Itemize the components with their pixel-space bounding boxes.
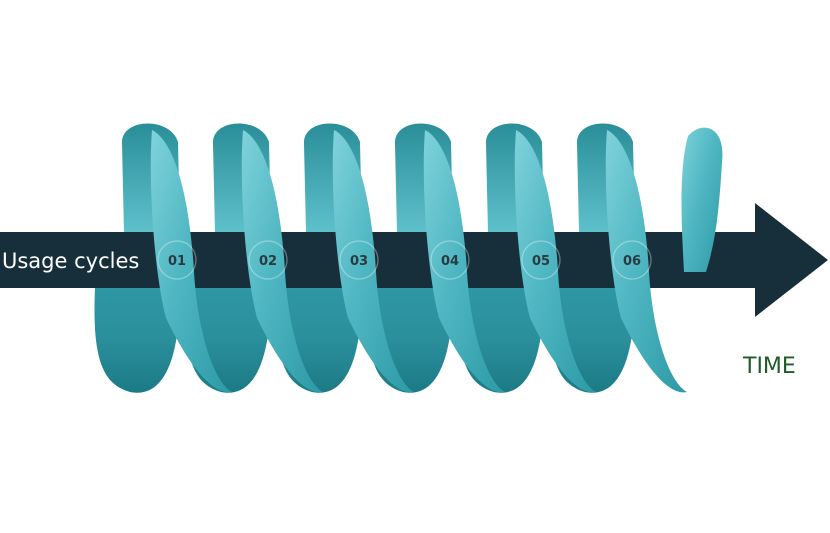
coil-loop-bottom [94,288,180,393]
coil-front-band [332,130,414,393]
coil-front-band [241,130,323,393]
cycle-number-02: 02 [259,254,277,269]
cycle-badges: 01 02 03 04 05 06 [157,240,652,280]
cycle-number-04: 04 [441,254,459,269]
cycle-badge-ring [521,240,561,280]
cycle-number-05: 05 [532,254,550,269]
arrow-label: Usage cycles [2,249,139,273]
coil-front-band [605,130,687,393]
arrow-head [755,203,828,317]
cycle-badge-ring [430,240,470,280]
coil-front-band [150,130,232,393]
time-label: TIME [742,354,796,379]
cycle-badge-ring [157,240,197,280]
coil-front-band [423,130,505,393]
coil-front-strands [150,127,723,393]
cycle-badge-ring [612,240,652,280]
cycle-badge-ring [339,240,379,280]
cycle-number-01: 01 [168,254,186,269]
cycle-number-06: 06 [623,254,641,269]
cycle-badge-ring [248,240,288,280]
cycle-number-03: 03 [350,254,368,269]
coil-front-band [514,130,596,393]
coil-end [681,127,723,272]
